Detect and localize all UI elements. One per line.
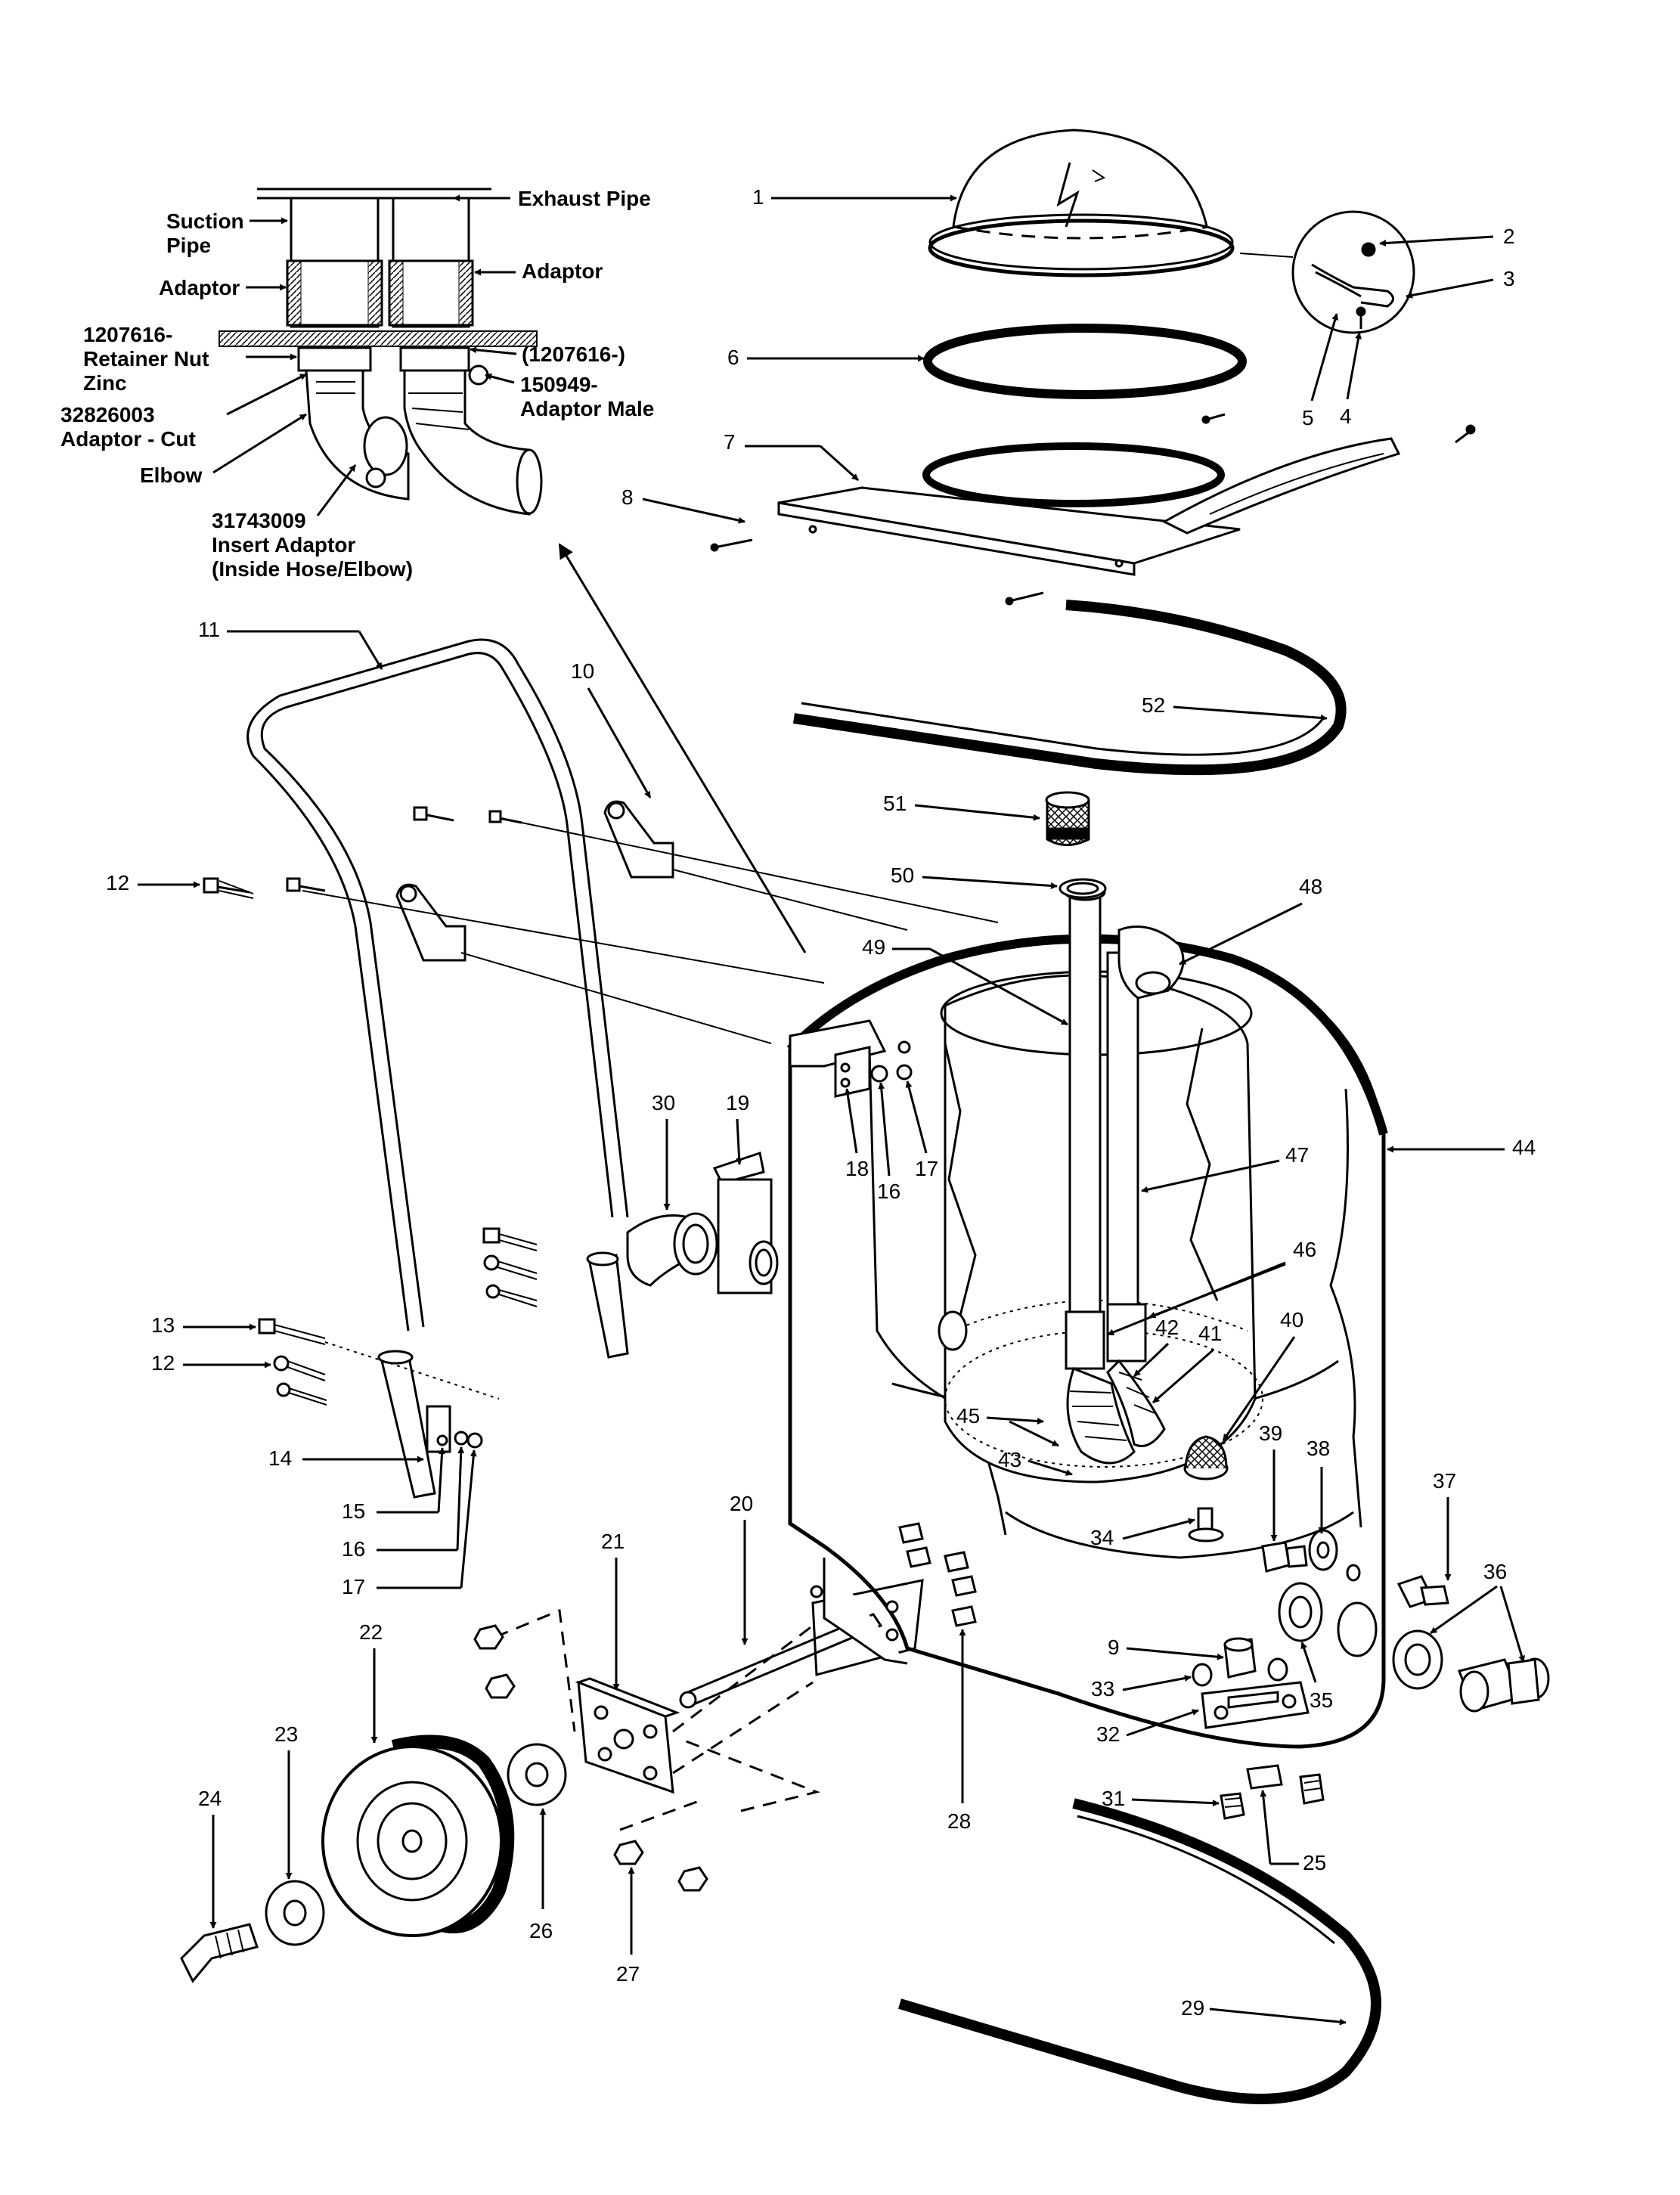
callout-30: 30: [652, 1091, 675, 1115]
callout-31: 31: [1102, 1787, 1125, 1810]
callout-17a: 17: [342, 1575, 365, 1598]
callout-24: 24: [198, 1787, 222, 1810]
callout-36: 36: [1483, 1560, 1507, 1583]
label-suction-1: Suction: [166, 209, 244, 233]
callout-14: 14: [268, 1446, 292, 1470]
callout-10: 10: [571, 659, 594, 683]
callout-51: 51: [883, 792, 907, 815]
label-insert-1: 31743009: [212, 509, 306, 532]
callout-5: 5: [1302, 406, 1314, 429]
callout-46: 46: [1293, 1238, 1316, 1261]
label-adaptor-right: Adaptor: [522, 259, 603, 283]
label-male-1: 150949-: [520, 373, 598, 396]
callout-29: 29: [1181, 1996, 1204, 2020]
label-elbow: Elbow: [140, 463, 203, 487]
callout-47: 47: [1285, 1143, 1309, 1167]
callouts: 1 2 3 4 5 6 7 8 9 10 11 12: [106, 185, 1536, 2026]
callout-1: 1: [752, 185, 764, 209]
mesh-screen-51: [1045, 791, 1090, 846]
callout-44: 44: [1512, 1136, 1536, 1159]
callout-49: 49: [862, 935, 885, 959]
callout-45: 45: [956, 1404, 980, 1428]
label-retainer-3: Zinc: [83, 371, 127, 395]
callout-52: 52: [1142, 693, 1165, 717]
callout-16a: 16: [342, 1537, 365, 1561]
callout-13: 13: [151, 1313, 175, 1337]
callout-19: 19: [726, 1091, 749, 1115]
callout-48: 48: [1299, 875, 1322, 898]
callout-8: 8: [621, 485, 634, 509]
handle-assembly: [203, 638, 999, 1499]
callout-21: 21: [601, 1530, 625, 1553]
callout-7: 7: [724, 430, 736, 454]
label-suction-2: Pipe: [166, 234, 211, 257]
callout-28: 28: [947, 1809, 971, 1833]
lightning-icon: [1056, 162, 1080, 228]
callout-42: 42: [1155, 1316, 1179, 1339]
dome-assembly: [710, 129, 1476, 776]
screws-28: [898, 1522, 977, 1627]
callout-27: 27: [616, 1962, 640, 1986]
callout-37: 37: [1433, 1469, 1456, 1493]
label-insert-3: (Inside Hose/Elbow): [212, 557, 413, 581]
label-retainer-paren: (1207616-): [522, 343, 625, 366]
callout-2: 2: [1503, 225, 1515, 248]
label-cut-2: Adaptor - Cut: [60, 427, 196, 451]
callout-43: 43: [998, 1448, 1021, 1471]
callout-12b: 12: [151, 1351, 175, 1375]
callout-33: 33: [1091, 1677, 1114, 1701]
callout-34: 34: [1090, 1526, 1114, 1549]
bottom-bumper: [898, 1798, 1381, 2104]
callout-17b: 17: [915, 1157, 938, 1180]
callout-40: 40: [1280, 1308, 1303, 1332]
callout-35: 35: [1310, 1688, 1333, 1712]
elbow-fittings: [626, 1152, 779, 1294]
callout-12a: 12: [106, 871, 129, 894]
callout-9: 9: [1108, 1635, 1120, 1659]
callout-26: 26: [529, 1919, 553, 1942]
callout-6: 6: [727, 346, 739, 369]
label-retainer-1: 1207616-: [83, 323, 172, 346]
label-male-2: Adaptor Male: [520, 397, 654, 420]
callout-23: 23: [274, 1722, 298, 1746]
callout-16b: 16: [877, 1180, 900, 1203]
right-side-fittings: [1192, 1529, 1550, 1820]
callout-15: 15: [342, 1499, 365, 1523]
label-insert-2: Insert Adaptor: [212, 533, 355, 557]
callout-32: 32: [1096, 1722, 1120, 1746]
callout-22: 22: [359, 1620, 383, 1644]
pipe-adaptor-inset: Suction Pipe Exhaust Pipe Adaptor Adapto…: [60, 187, 654, 581]
callout-41: 41: [1198, 1322, 1222, 1345]
callout-25: 25: [1303, 1851, 1326, 1874]
callout-38: 38: [1306, 1437, 1330, 1460]
callout-20: 20: [730, 1492, 753, 1515]
tank-body: [786, 878, 1388, 1749]
label-cut-1: 32826003: [60, 403, 155, 426]
callout-39: 39: [1259, 1421, 1282, 1445]
axle-wheel-assembly: [180, 1558, 924, 1983]
label-retainer-2: Retainer Nut: [83, 347, 209, 370]
callout-11: 11: [198, 618, 220, 641]
label-exhaust-pipe: Exhaust Pipe: [518, 187, 651, 210]
rim-bracket: [834, 1040, 913, 1098]
callout-3: 3: [1503, 267, 1515, 290]
callout-50: 50: [891, 863, 914, 887]
callout-18: 18: [845, 1157, 869, 1180]
label-adaptor-left: Adaptor: [159, 276, 240, 299]
callout-4: 4: [1340, 405, 1352, 428]
